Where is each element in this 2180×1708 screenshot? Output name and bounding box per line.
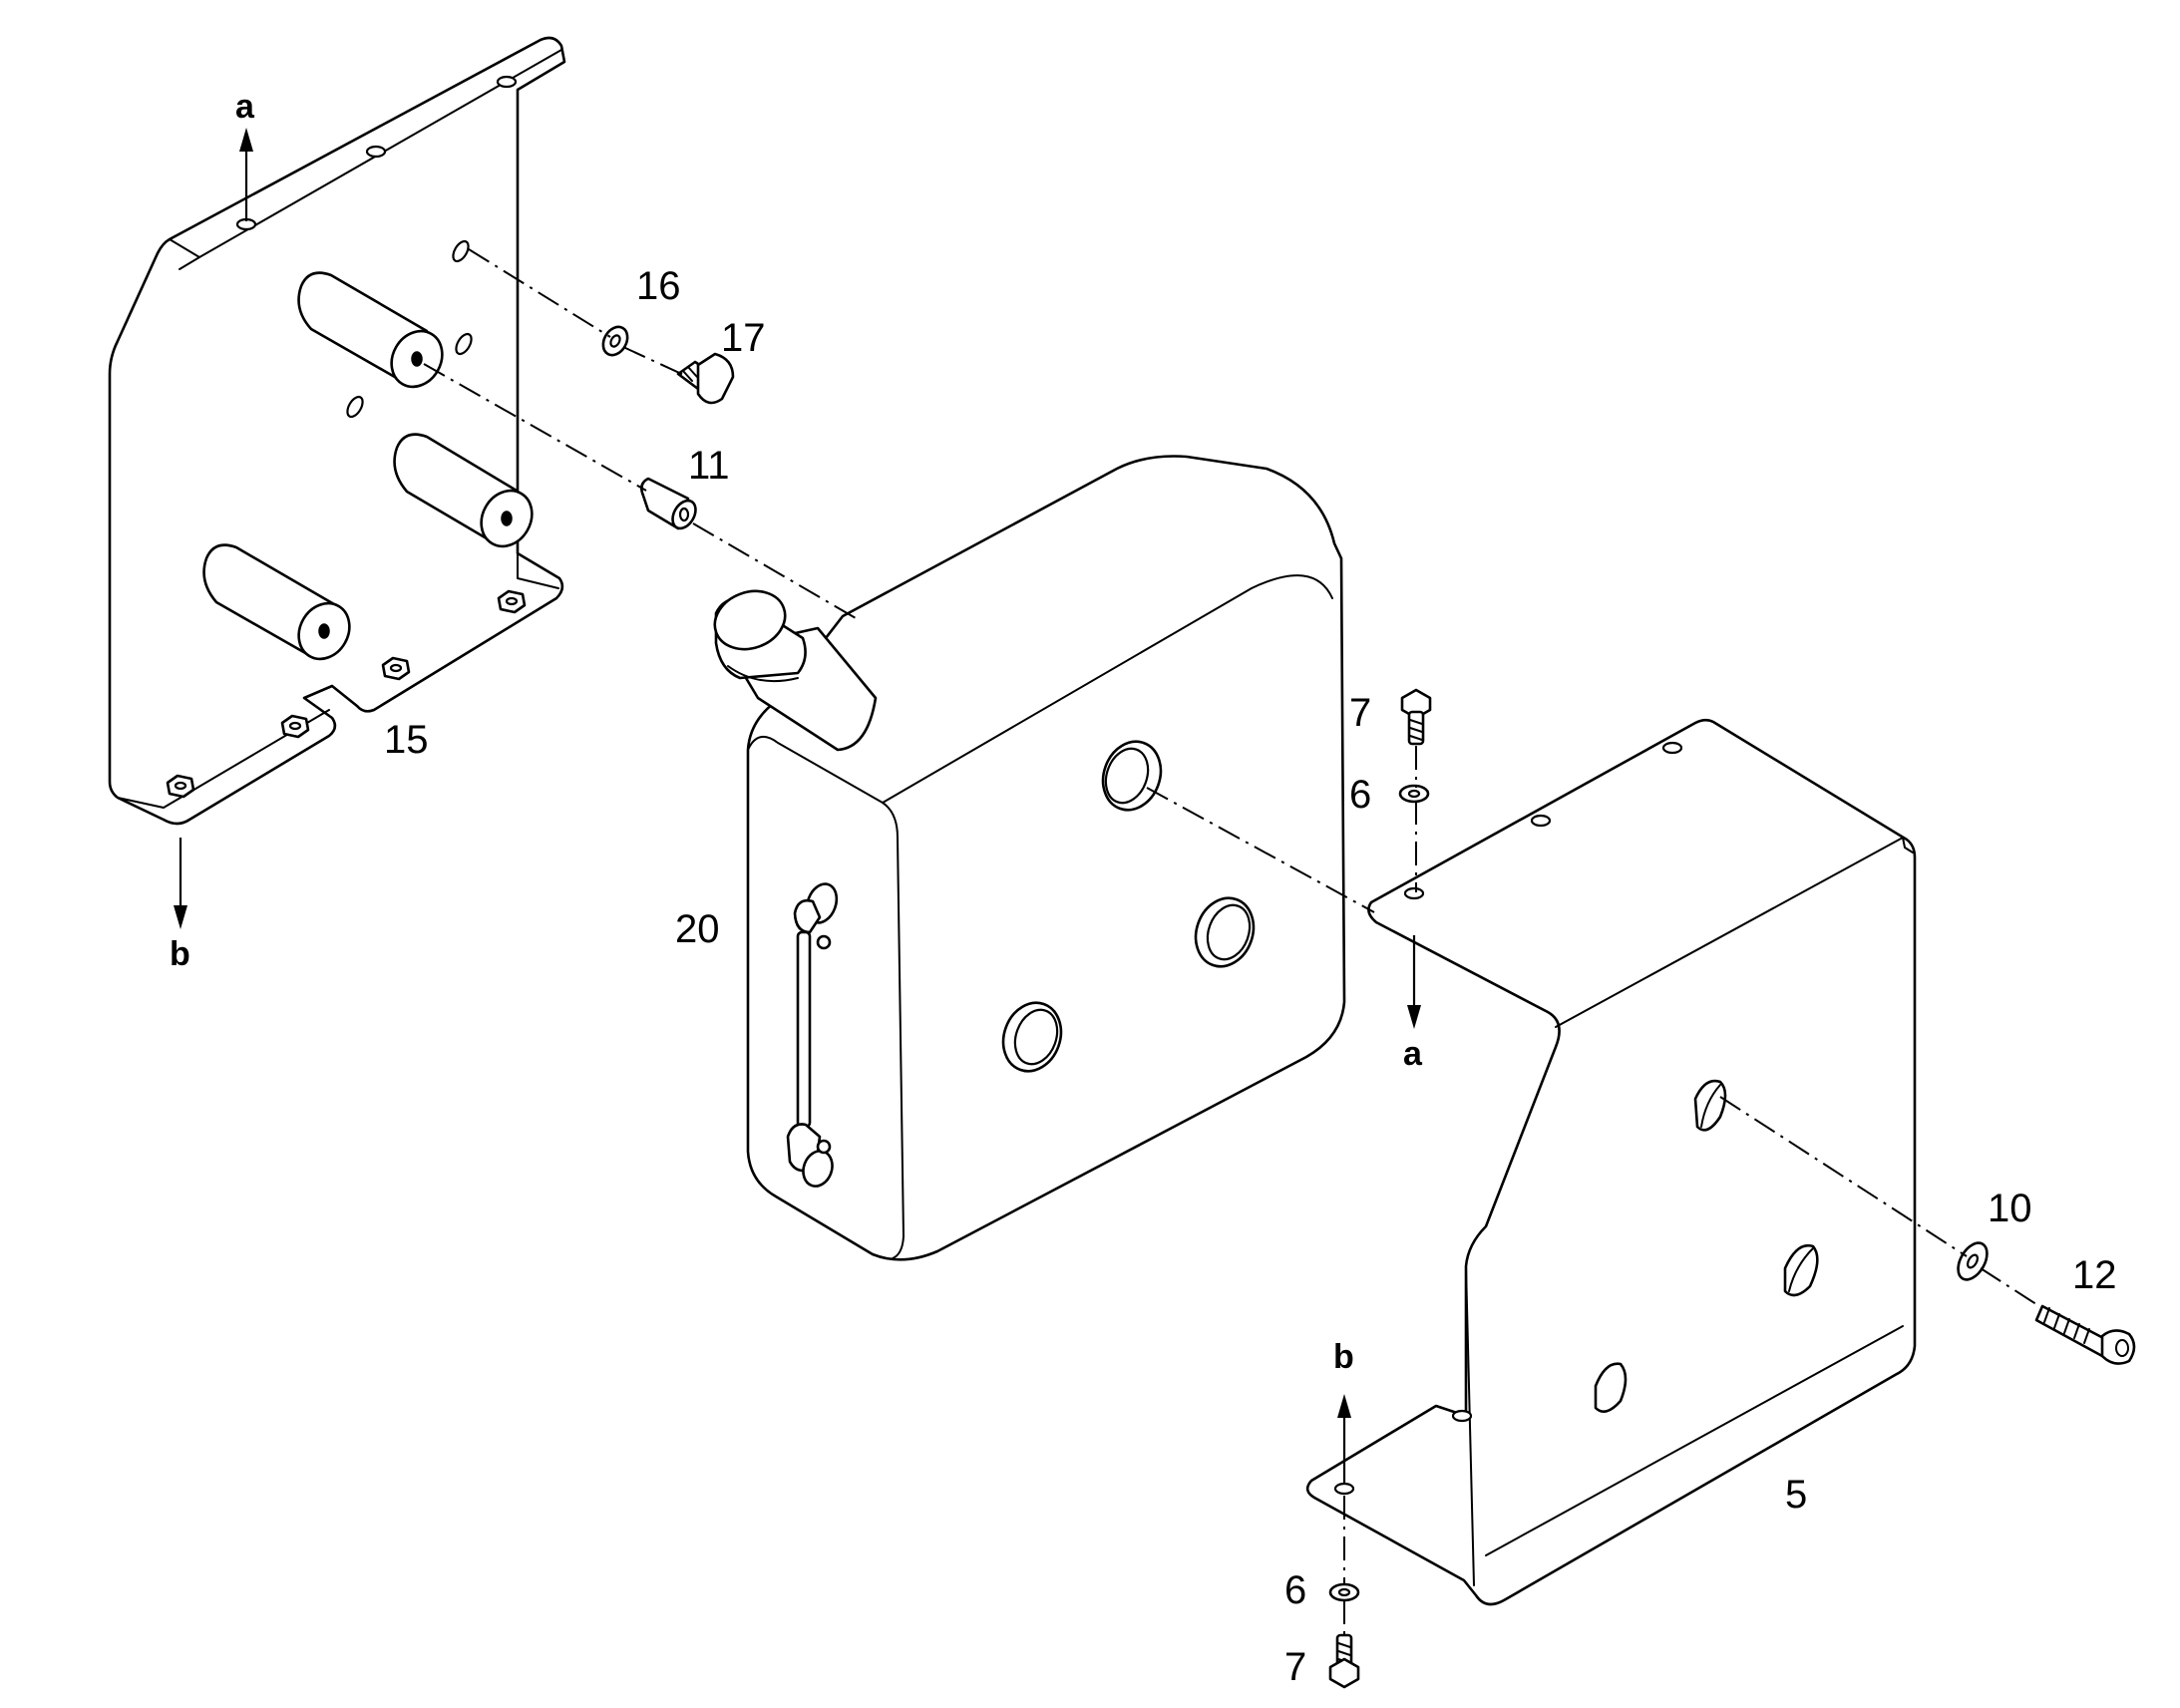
label-10: 10: [1988, 1187, 2032, 1230]
washer-6-bottom: [1328, 1582, 1360, 1602]
nut-icon: [166, 774, 195, 799]
label-20: 20: [675, 907, 720, 951]
reference-arrow-a-top: [239, 128, 253, 221]
tank-20: [713, 455, 1346, 1261]
label-16: 16: [636, 264, 681, 308]
nut-icon: [381, 656, 411, 681]
filler-cap: [713, 589, 878, 752]
bracket-5: [1305, 718, 1917, 1606]
label-7-bottom: 7: [1284, 1645, 1306, 1689]
assembly-leaders: [423, 248, 2040, 1635]
bolt-7-bottom: [1328, 1633, 1360, 1689]
level-sight-tube: [786, 882, 839, 1188]
letter-b-bottom: b: [1333, 1338, 1354, 1376]
rubber-mount: [202, 543, 351, 661]
label-15: 15: [384, 718, 429, 762]
washer-16: [601, 325, 629, 357]
part-labels: 16 17 11 15 7 6 20 10 12 5 6 7 a b a b: [170, 88, 2117, 1689]
nut-icon: [280, 714, 310, 739]
bracket-15: [108, 36, 566, 826]
letter-b-left: b: [170, 935, 190, 973]
screw-12: [2034, 1304, 2136, 1365]
letter-a-top: a: [235, 88, 255, 126]
label-5: 5: [1785, 1473, 1807, 1517]
rubber-mount: [297, 271, 444, 389]
washer-10: [1957, 1241, 1989, 1281]
rubber-mount: [393, 433, 534, 548]
reference-arrow-b-bottom: [1337, 1394, 1351, 1484]
label-17: 17: [721, 316, 766, 360]
label-12: 12: [2072, 1253, 2117, 1297]
nut-icon: [497, 589, 527, 614]
reference-arrow-b-left: [174, 838, 187, 929]
letter-a-right: a: [1403, 1035, 1423, 1073]
label-11: 11: [688, 444, 730, 488]
label-6-bottom: 6: [1284, 1568, 1306, 1612]
label-6-top: 6: [1349, 773, 1371, 817]
label-7-top: 7: [1349, 691, 1371, 735]
bolt-7-top: [1400, 688, 1432, 746]
reference-arrow-a-right: [1407, 935, 1421, 1029]
spacer-11: [640, 477, 697, 530]
screw-17: [676, 352, 735, 405]
washer-6-top: [1398, 784, 1430, 804]
